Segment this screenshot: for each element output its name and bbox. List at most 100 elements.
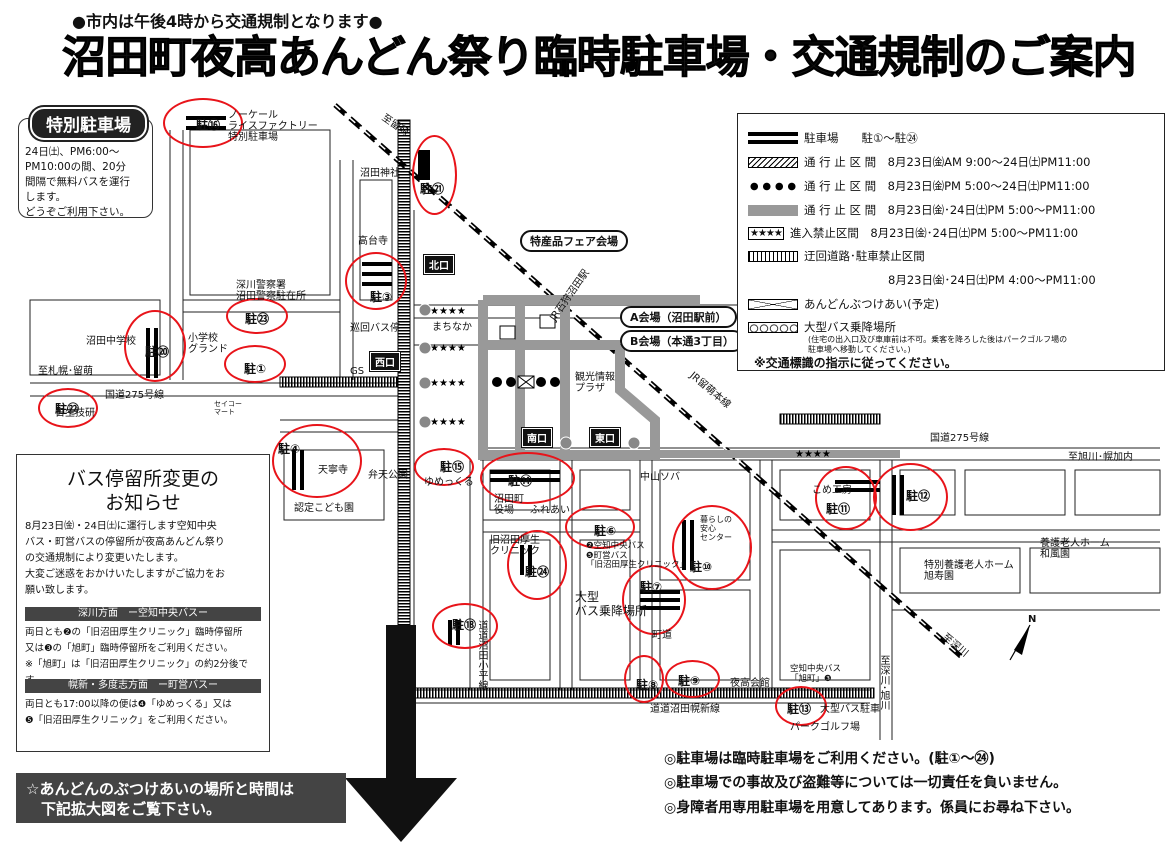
to-horokanai-label: 至旭川･幌加内	[1068, 452, 1133, 463]
to-fukagawa-asahikawa-label: 至深川･旭川	[878, 655, 889, 710]
legend-row-cross: あんどんぶつけあい(予定)	[748, 296, 939, 312]
nursing-home-2-label: 特別養護老人ホーム 旭寿園	[924, 560, 1014, 582]
legend-row-gray: 通 行 止 区 間 8月23日㈮･24日㈯PM 5:00～PM11:00	[748, 202, 1095, 218]
parking-20: 駐⑳	[145, 345, 170, 359]
gs-label: GS	[350, 366, 365, 377]
parking-21: 駐㉑	[420, 182, 445, 196]
west-exit-badge: 西口	[370, 352, 400, 371]
park-golf-label: パークゴルフ場	[790, 722, 860, 733]
notice-section-2-text: 両日とも17:00以降の便は❹「ゆめっくる」又は ❺「旧沼田厚生クリニック」をご…	[25, 699, 234, 726]
parking-highlight	[565, 505, 635, 549]
legend-row-detour: 迂回道路･駐車禁止区間	[748, 248, 925, 264]
bus-stop-notice: バス停留所変更の お知らせ 8月23日㈮・24日㈯に運行します空知中央 バス・町…	[16, 454, 270, 752]
legend-footer: ※交通標識の指示に従ってください。	[754, 356, 957, 370]
parking-22: 駐㉒	[55, 402, 80, 416]
svg-text:★★★★: ★★★★	[795, 449, 831, 460]
takadaiji-label: 高台寺	[358, 236, 388, 247]
parking-7: 駐⑦	[640, 580, 663, 594]
parking-14: 駐⑭	[508, 474, 533, 488]
parking-highlight	[38, 388, 98, 428]
junior-high-label: 沼田中学校	[86, 336, 136, 347]
collision-icon	[748, 298, 798, 310]
parking-highlight	[272, 424, 362, 498]
svg-text:★★★★: ★★★★	[430, 417, 466, 428]
special-parking-line: します。	[25, 191, 66, 203]
parking-highlight	[775, 686, 827, 726]
parking-highlight	[432, 603, 498, 649]
legend-bus-note: (住宅の出入口及び車庫前は不可。乗客を降ろした後はパークゴルフ場の	[808, 335, 1068, 344]
fureai-label: ふれあい	[530, 505, 570, 516]
parking-highlight	[624, 655, 664, 703]
parking-highlight	[815, 466, 877, 530]
bus-stop-icon	[748, 321, 798, 333]
road-numata-label: 道道沼田小平線	[476, 620, 487, 690]
venue-b: B会場（本通3丁目）	[620, 330, 745, 352]
kome-label: こめ工房	[812, 485, 852, 496]
parking-3: 駐③	[370, 290, 393, 304]
detour-icon	[748, 250, 798, 262]
parking-23: 駐㉓	[245, 312, 270, 326]
special-parking-box: 24日㈯、PM6:00～ PM10:00の間、20分 間隔で無料バスを運行 しま…	[18, 118, 153, 218]
legend-row-dots: 通 行 止 区 間 8月23日㈮PM 5:00～24日㈯PM11:00	[748, 178, 1090, 194]
hatch-icon	[748, 156, 798, 168]
parking-12: 駐⑫	[906, 489, 931, 503]
parking-highlight	[124, 310, 186, 382]
notice-title: バス停留所変更の お知らせ	[66, 468, 219, 514]
special-parking-line: どうぞご利用下さい。	[25, 206, 130, 218]
subtitle: ●市内は午後4時から交通規制となります●	[72, 12, 383, 31]
svg-text:★★★★: ★★★★	[430, 378, 466, 389]
note-parking: ◎駐車場は臨時駐車場をご利用ください。(駐①～㉔)	[664, 751, 995, 767]
parking-bar-icon	[748, 132, 798, 144]
clinic-label: 旧沼田厚生 クリニック	[490, 535, 540, 557]
factory-label: ノーケール ライスファクトリー 特別駐車場	[228, 110, 318, 143]
legend-row-bus: 大型バス乗降場所	[748, 319, 896, 335]
clinic-bus-label: ❷空知中央バス ❺町営バス 「旧沼田厚生クリニック」	[586, 541, 689, 570]
parking-16: 駐⑯	[196, 118, 221, 132]
parking-highlight	[672, 505, 752, 590]
dots-icon	[748, 180, 798, 192]
town-hall-label: 沼田町 役場	[494, 494, 524, 516]
elementary-label: 小学校 グランド	[188, 333, 228, 355]
parking-9: 駐⑨	[678, 674, 701, 688]
north-exit-badge: 北口	[424, 255, 454, 274]
notice-section-2-bar: 幌新・多度志方面 ー町営バスー	[25, 679, 261, 693]
parking-highlight	[414, 448, 474, 486]
parking-highlight	[345, 252, 407, 310]
parking-highlight	[507, 530, 567, 600]
parking-18: 駐⑱	[452, 618, 477, 632]
tokusanhin-venue: 特産品フェア会場	[520, 230, 628, 252]
legend-bus-note-2: 駐車場へ移動してください。)	[808, 345, 911, 354]
gray-road-icon	[748, 204, 798, 216]
page-title: 沼田町夜高あんどん祭り臨時駐車場・交通規制のご案内	[62, 32, 1138, 84]
legend-row-hatch: 通 行 止 区 間 8月23日㈮AM 9:00～24日㈯PM11:00	[748, 154, 1090, 170]
yumekkuru-label: ゆめっくる	[424, 477, 474, 488]
big-bus-parking-label: 大型バス駐車	[820, 704, 880, 715]
nursery-label: 認定こども園	[294, 503, 354, 514]
nakayama-label: 中山ソバ	[640, 472, 680, 483]
legend-row-stars: ★★★★進入禁止区間 8月23日㈮･24日㈯PM 5:00～PM11:00	[748, 226, 1079, 240]
parking-highlight	[480, 452, 575, 504]
seicomart-label: セイコー マート	[214, 400, 242, 416]
parking-highlight	[873, 463, 948, 531]
parking-8: 駐⑧	[636, 678, 659, 692]
parking-24: 駐㉔	[525, 565, 550, 579]
north-icon: N	[1028, 614, 1037, 625]
road-horoshin-label: 道道沼田幌新線	[650, 704, 720, 715]
parking-highlight	[226, 298, 288, 334]
parking-6: 駐⑥	[594, 524, 617, 538]
tourist-plaza-label: 観光情報 プラザ	[575, 372, 615, 394]
enlarged-map-notice: ☆あんどんのぶつけあいの場所と時間は 下記拡大図をご覧下さい。	[16, 773, 346, 823]
route275-west-label: 国道275号線	[105, 390, 165, 401]
shrine-label: 沼田神社	[360, 168, 400, 179]
tenneiji-label: 天寧寺	[318, 465, 348, 476]
notice-body: 8月23日㈮・24日㈯に運行します空知中央 バス・町営バスの停留所が夜高あんどん…	[25, 521, 225, 596]
parking-13: 駐⑬	[787, 702, 812, 716]
route275-east-label: 国道275号線	[930, 433, 990, 444]
parking-highlight	[665, 660, 720, 698]
east-exit-badge: 東口	[590, 428, 620, 447]
nursing-home-1-label: 養護老人ホーム 和風園	[1040, 538, 1110, 560]
stars-icon: ★★★★	[748, 226, 784, 240]
parking-highlight	[224, 345, 286, 383]
chuo-bus-label: 空知中央バス 「旭町」❸	[790, 664, 842, 684]
yotaka-hall-label: 夜高会館	[730, 678, 770, 689]
